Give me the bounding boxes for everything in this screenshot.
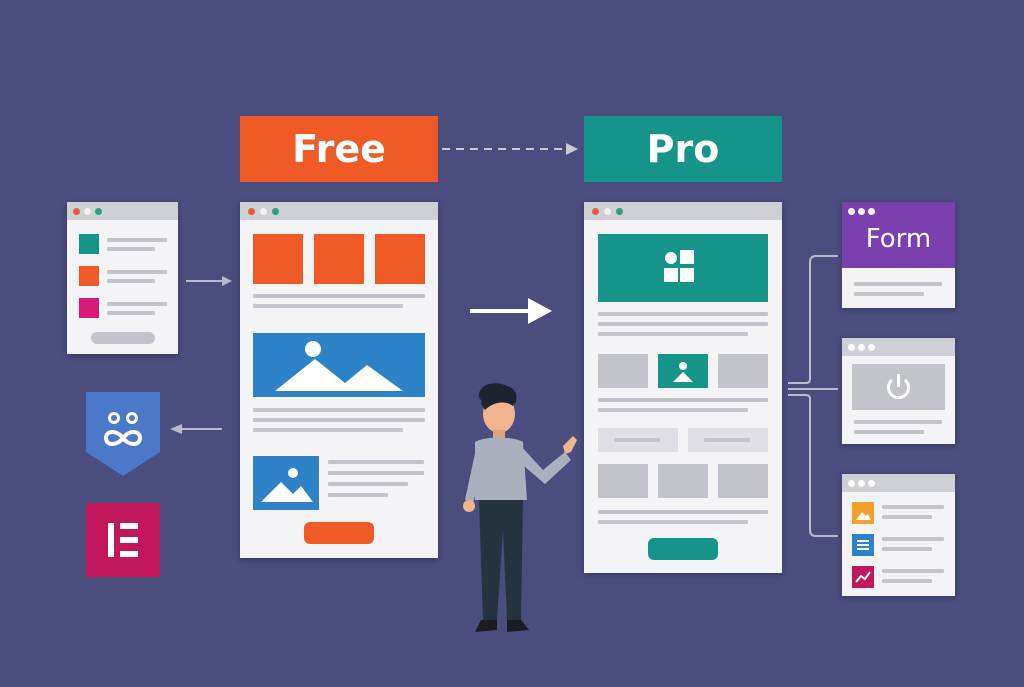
cta-button bbox=[648, 538, 718, 560]
infinity-shield-icon bbox=[86, 392, 160, 476]
window-dot bbox=[73, 208, 80, 215]
form-label: Form bbox=[865, 224, 932, 254]
main-arrow-head bbox=[528, 298, 552, 324]
text-line bbox=[107, 311, 155, 315]
image-icon bbox=[658, 354, 708, 388]
bracket-top bbox=[788, 255, 838, 384]
window-dot bbox=[592, 208, 599, 215]
text-line bbox=[107, 302, 167, 306]
text-line bbox=[107, 270, 167, 274]
arrow-to-shield-head bbox=[170, 424, 182, 434]
input-box bbox=[598, 428, 678, 452]
input-box bbox=[688, 428, 768, 452]
list-icon bbox=[852, 534, 874, 556]
text-line bbox=[328, 482, 408, 486]
window-titlebar bbox=[584, 202, 782, 220]
text-line bbox=[328, 493, 388, 497]
pill-button bbox=[91, 332, 155, 344]
window-dot bbox=[272, 208, 279, 215]
widget-list-window bbox=[67, 202, 178, 354]
gray-tile bbox=[718, 354, 768, 388]
cta-button bbox=[304, 522, 374, 544]
popup-widget-window bbox=[842, 338, 955, 444]
pro-label-text: Pro bbox=[646, 127, 720, 171]
text-line bbox=[854, 282, 942, 286]
thumbnail-image-icon bbox=[253, 456, 319, 510]
gray-tile bbox=[598, 354, 648, 388]
arrow-to-free-head bbox=[222, 276, 232, 286]
image-icon bbox=[852, 502, 874, 524]
orange-block bbox=[253, 234, 303, 284]
grid-icon bbox=[598, 234, 768, 302]
gray-tile bbox=[658, 464, 708, 498]
window-dot bbox=[248, 208, 255, 215]
teal-square bbox=[79, 234, 99, 254]
text-line bbox=[107, 279, 155, 283]
orange-block bbox=[314, 234, 364, 284]
gray-tile bbox=[718, 464, 768, 498]
window-dot bbox=[84, 208, 91, 215]
person-figure bbox=[463, 383, 577, 632]
text-line bbox=[253, 294, 425, 298]
pink-square bbox=[79, 298, 99, 318]
bracket-bottom bbox=[788, 394, 838, 537]
window-dot bbox=[95, 208, 102, 215]
text-line bbox=[253, 408, 425, 412]
pro-label: Pro bbox=[584, 116, 782, 182]
hero-image-icon bbox=[253, 333, 425, 397]
elementor-logo-icon bbox=[86, 503, 160, 577]
orange-block bbox=[375, 234, 425, 284]
text-line bbox=[598, 312, 768, 316]
free-page-window bbox=[240, 202, 438, 558]
text-line bbox=[854, 430, 924, 434]
text-line bbox=[253, 428, 403, 432]
text-line bbox=[854, 420, 942, 424]
free-label-text: Free bbox=[292, 127, 386, 171]
text-line bbox=[107, 247, 155, 251]
gray-tile bbox=[598, 464, 648, 498]
window-titlebar bbox=[842, 338, 955, 356]
icon-list-window bbox=[842, 474, 955, 596]
window-dot bbox=[616, 208, 623, 215]
text-line bbox=[854, 292, 924, 296]
window-titlebar bbox=[842, 474, 955, 492]
window-dot bbox=[260, 208, 267, 215]
window-dot bbox=[604, 208, 611, 215]
window-titlebar bbox=[240, 202, 438, 220]
text-line bbox=[598, 322, 768, 326]
form-header: Form bbox=[842, 202, 955, 268]
text-line bbox=[598, 520, 748, 524]
text-line bbox=[598, 398, 768, 402]
pro-page-window bbox=[584, 202, 782, 573]
window-titlebar bbox=[67, 202, 178, 220]
text-line bbox=[598, 332, 748, 336]
text-line bbox=[107, 238, 167, 242]
chart-icon bbox=[852, 566, 874, 588]
text-line bbox=[253, 304, 403, 308]
free-label: Free bbox=[240, 116, 438, 182]
text-line bbox=[328, 460, 424, 464]
text-line bbox=[598, 510, 768, 514]
form-widget-window: Form bbox=[842, 202, 955, 308]
text-line bbox=[598, 408, 748, 412]
power-icon bbox=[852, 364, 945, 410]
dashed-arrow-head bbox=[566, 143, 578, 155]
orange-square bbox=[79, 266, 99, 286]
text-line bbox=[253, 418, 425, 422]
text-line bbox=[328, 471, 424, 475]
